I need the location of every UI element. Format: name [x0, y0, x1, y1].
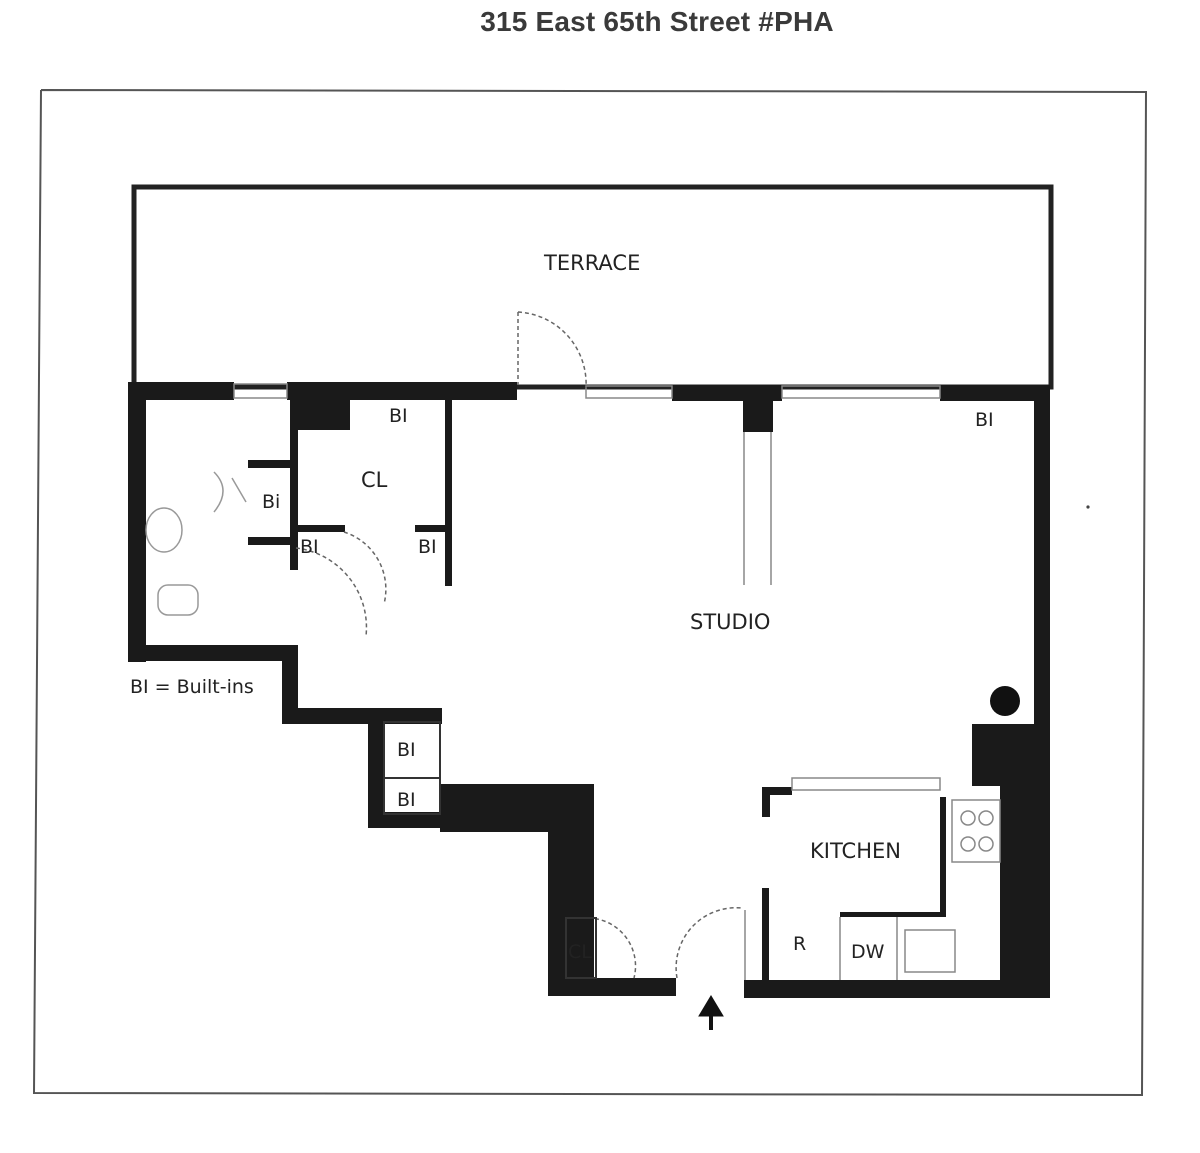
walls: [128, 382, 1050, 998]
column-marker: [990, 686, 1020, 716]
built-in-label-lower-1: BI: [397, 739, 416, 761]
kitchen-label: KITCHEN: [810, 839, 901, 863]
built-in-label-right: BI: [975, 409, 994, 431]
closet-label: CL: [361, 468, 388, 492]
entrance-arrow-icon: [698, 995, 724, 1030]
stray-dot: [1086, 505, 1090, 509]
page-title: 315 East 65th Street #PHA: [480, 6, 834, 37]
built-in-label-top: BI: [389, 405, 408, 427]
entry-closet-label: CL: [568, 941, 592, 963]
built-in-boxes: [383, 721, 597, 979]
bath-fixtures: [145, 471, 247, 616]
terrace-outline: [131, 184, 1054, 390]
frame-border: [32, 89, 1148, 1097]
kitchen-fixtures: [791, 777, 1001, 980]
dishwasher-label: DW: [851, 941, 885, 963]
built-in-label-bath: Bi: [262, 491, 280, 513]
door-swings: [295, 311, 743, 979]
terrace-label: TERRACE: [543, 251, 640, 275]
windows: [233, 383, 941, 980]
refrigerator-label: R: [793, 933, 806, 955]
legend-text: BI = Built-ins: [130, 676, 254, 698]
built-in-label-closet-right: BI: [418, 536, 437, 558]
built-in-label-closet-left: BI: [300, 536, 319, 558]
built-in-label-lower-2: BI: [397, 789, 416, 811]
studio-label: STUDIO: [690, 610, 770, 634]
